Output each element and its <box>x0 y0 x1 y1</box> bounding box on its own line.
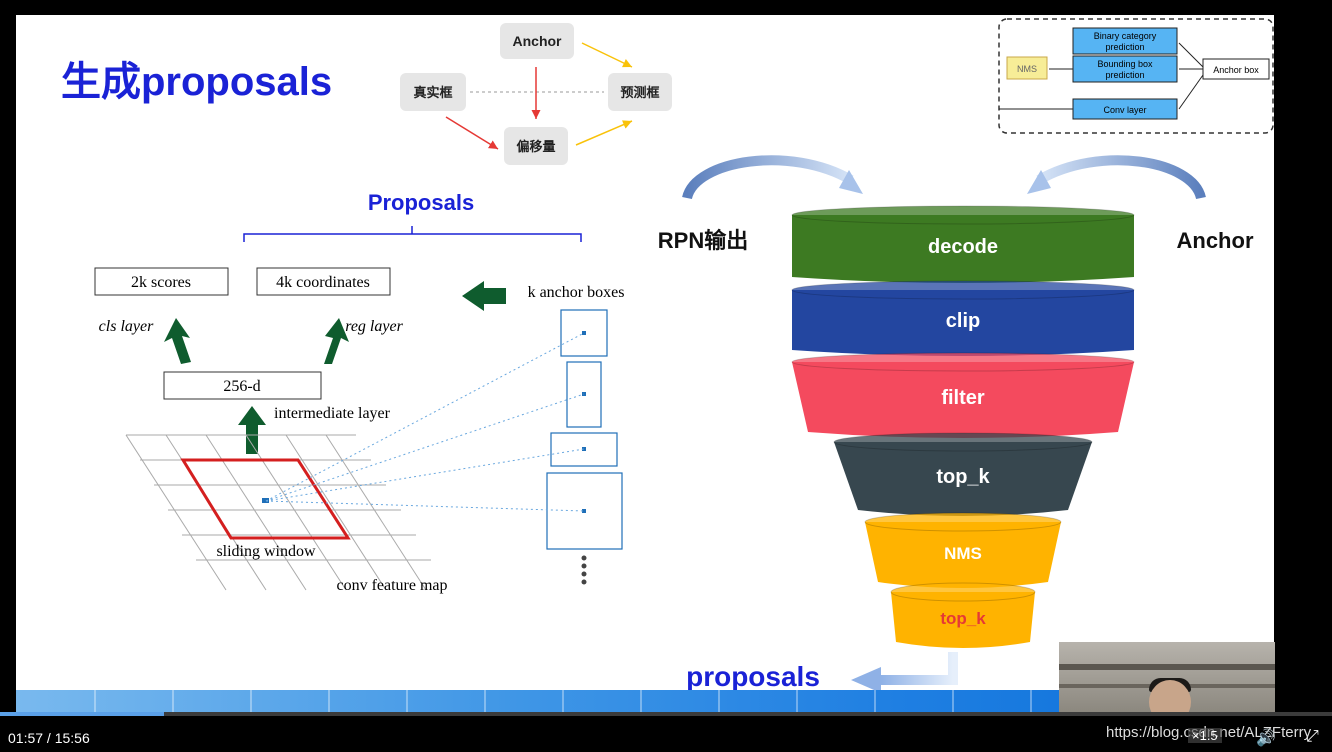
funnel-stage-6 <box>891 592 1035 648</box>
intermediate-label: intermediate layer <box>274 405 391 422</box>
stripe-separator <box>874 690 876 712</box>
speed-button[interactable]: ×1.5 <box>1188 728 1222 743</box>
d256-label: 256-d <box>223 378 260 395</box>
stripe-separator <box>94 690 96 712</box>
flow-offset-label: 偏移量 <box>516 139 555 154</box>
anchor-box-2 <box>566 361 602 428</box>
video-control-bar <box>0 712 1332 752</box>
rpn-output-label: RPN输出 <box>658 228 748 253</box>
anchor-boxes-label: k anchor boxes <box>528 284 625 301</box>
cls-layer-label: cls layer <box>99 318 154 335</box>
funnel-stage-5 <box>865 522 1061 588</box>
proposal-funnel: RPN输出 Anchor decodeclipfiltertop_kNMStop… <box>658 155 1254 693</box>
funnel-stage-4 <box>834 442 1092 516</box>
funnel-stage-top-5 <box>864 512 1062 532</box>
funnel-stage-label-3: filter <box>941 387 985 409</box>
coords-label: 4k coordinates <box>276 274 370 291</box>
flow-truth-label: 真实框 <box>413 85 452 100</box>
stripe-separator <box>406 690 408 712</box>
anchor-flow-diagram: Anchor 真实框 预测框 偏移量 <box>400 23 672 165</box>
funnel-stage-top-2 <box>791 280 1135 300</box>
funnel-stage-top-3 <box>791 352 1135 372</box>
funnel-stage-2 <box>792 290 1134 356</box>
flow-truth-box <box>400 73 466 111</box>
inset-binary-2: prediction <box>1105 42 1144 52</box>
flow-pred-label: 预测框 <box>620 85 659 100</box>
funnel-stage-label-1: decode <box>928 236 998 258</box>
fullscreen-icon[interactable]: ⤢ <box>1306 728 1319 745</box>
stripe-separator <box>796 690 798 712</box>
progress-fill <box>0 712 164 716</box>
funnel-stage-label-4: top_k <box>936 466 990 488</box>
stripe-separator <box>718 690 720 712</box>
presenter-head <box>1149 680 1191 712</box>
flow-offset-box <box>504 127 568 165</box>
inset-bbox-2: prediction <box>1105 70 1144 80</box>
inset-bbox-1: Bounding box <box>1097 59 1153 69</box>
webcam-overlay <box>1059 642 1275 712</box>
inset-nms: NMS <box>1017 64 1037 74</box>
anchor-box-3 <box>550 432 618 467</box>
funnel-stage-top-6 <box>890 582 1036 602</box>
stripe-separator <box>1030 690 1032 712</box>
time-display: 01:57 / 15:56 <box>8 730 90 746</box>
funnel-stage-top-4 <box>833 432 1093 452</box>
reg-layer-label: reg layer <box>345 318 403 335</box>
funnel-anchor-label: Anchor <box>1177 228 1254 253</box>
proposals-heading: Proposals <box>368 190 474 215</box>
funnel-stage-3 <box>792 362 1134 438</box>
anchor-box-4 <box>546 472 623 550</box>
flow-anchor-box <box>500 23 574 59</box>
flow-pred-box <box>608 73 672 111</box>
slide-title: 生成proposals <box>61 60 333 104</box>
rpn-diagram: Proposals 2k scores 4k coordinates cls l… <box>94 190 625 594</box>
funnel-stage-label-6: top_k <box>940 609 986 628</box>
slide-footer-stripe <box>16 690 1274 712</box>
video-slide: 生成proposals Anchor 真实框 预测框 偏移量 Binary ca… <box>16 15 1274 712</box>
funnel-stage-top-1 <box>791 205 1135 225</box>
feature-map-label: conv feature map <box>336 577 447 594</box>
stripe-separator <box>640 690 642 712</box>
progress-bar[interactable] <box>0 712 1332 716</box>
inset-conv: Conv layer <box>1103 105 1146 115</box>
funnel-stage-label-2: clip <box>946 310 980 332</box>
stripe-separator <box>172 690 174 712</box>
stripe-separator <box>328 690 330 712</box>
proposals-output-label: proposals <box>686 661 820 692</box>
time-current: 01:57 <box>8 730 44 746</box>
rpn-inset-diagram: Binary category prediction Bounding box … <box>998 18 1274 134</box>
stripe-separator <box>562 690 564 712</box>
stripe-separator <box>952 690 954 712</box>
sliding-window-box <box>180 458 351 540</box>
flow-anchor-label: Anchor <box>513 33 563 49</box>
stripe-separator <box>250 690 252 712</box>
funnel-stage-label-5: NMS <box>944 544 982 563</box>
scores-label: 2k scores <box>131 274 191 291</box>
anchor-box-1 <box>560 309 608 357</box>
inset-binary-1: Binary category <box>1094 31 1157 41</box>
sliding-window-label: sliding window <box>216 543 316 560</box>
inset-anchor-box: Anchor box <box>1213 65 1259 75</box>
funnel-stage-1 <box>792 215 1134 283</box>
time-total: 15:56 <box>54 730 90 746</box>
stripe-separator <box>484 690 486 712</box>
volume-icon[interactable]: 🔊 <box>1256 730 1276 747</box>
